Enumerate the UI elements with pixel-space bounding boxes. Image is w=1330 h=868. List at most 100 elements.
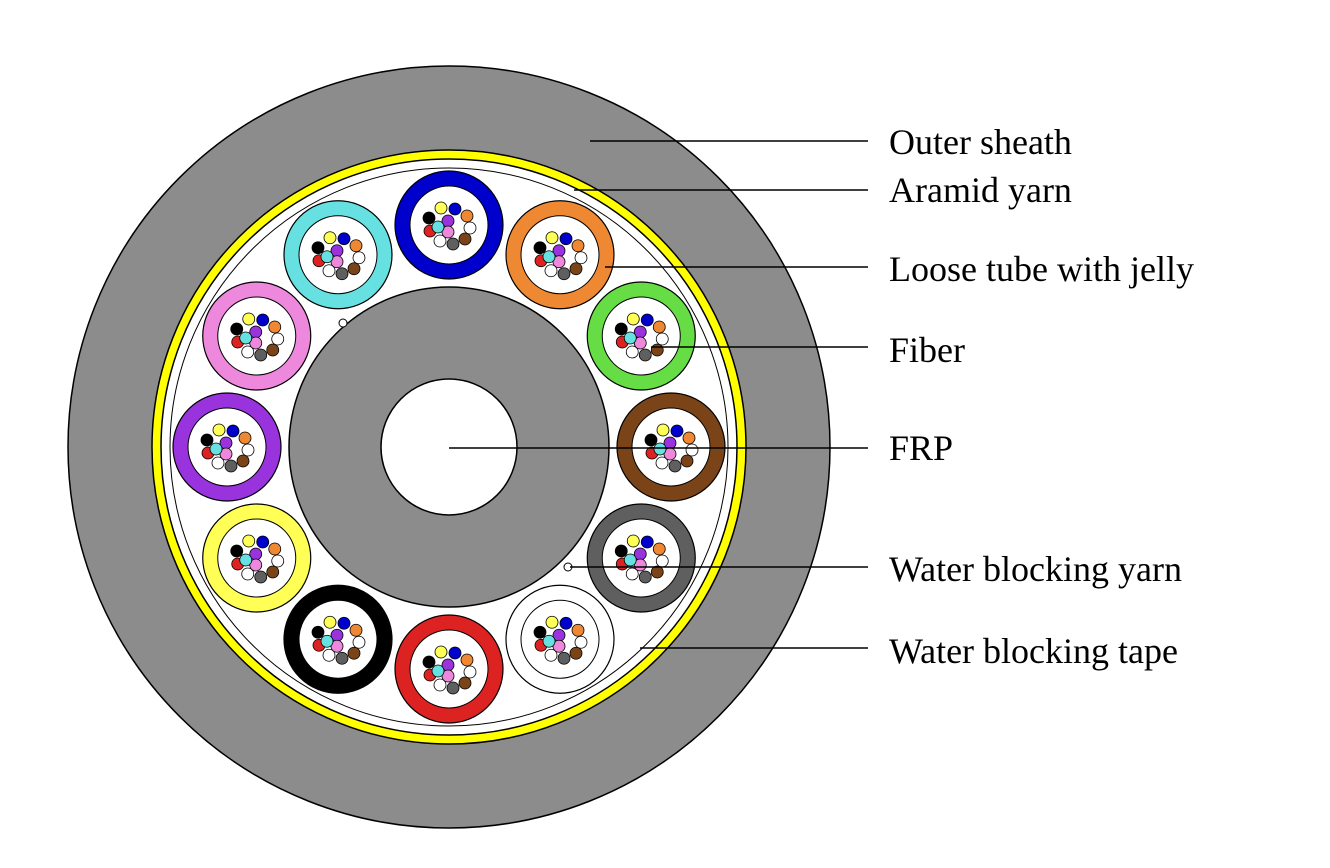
loose-tube-yellow [202,503,312,613]
fiber-orange [460,209,474,223]
fiber-white [625,567,639,581]
fiber-blue [256,313,270,327]
fiber-brown [458,676,472,690]
fiber-aqua [542,634,556,648]
fiber-slate [557,267,571,281]
fiber-aqua [239,331,253,345]
fiber-aqua [623,331,637,345]
loose-tube-white [505,584,615,694]
fiber-rose [441,669,455,683]
fiber-white [463,665,477,679]
fiber-white [322,264,336,278]
fiber-white [352,251,366,265]
fiber-orange [571,239,585,253]
fiber-white [544,648,558,662]
fiber-blue [337,232,351,246]
fiber-yellow [656,423,670,437]
fiber-aqua [431,664,445,678]
fiber-aqua [209,442,223,456]
fiber-brown [680,454,694,468]
fiber-brown [347,646,361,660]
fiber-aqua [542,250,556,264]
fiber-white [352,635,366,649]
fiber-white [271,554,285,568]
fiber-orange [652,542,666,556]
loose-tube-slate [586,503,696,613]
fiber-brown [266,343,280,357]
fiber-aqua [239,553,253,567]
fiber-black [230,544,244,558]
fiber-white [241,345,255,359]
water-blocking-yarn [338,318,348,328]
fiber-white [655,456,669,470]
label-aramid-yarn: Aramid yarn [889,170,1072,210]
fiber-yellow [545,615,559,629]
frp-strength-member [380,378,518,516]
fiber-yellow [212,423,226,437]
fiber-black [311,625,325,639]
fiber-yellow [323,615,337,629]
fiber-black [644,433,658,447]
fiber-rose [219,447,233,461]
fiber-slate [668,459,682,473]
label-water-blocking-yarn: Water blocking yarn [889,549,1182,589]
fiber-black [533,625,547,639]
loose-tube-blue [394,170,504,280]
fiber-brown [650,565,664,579]
fiber-white [241,567,255,581]
loose-tube-orange [505,200,615,310]
fiber-orange [268,542,282,556]
fiber-slate [254,348,268,362]
fiber-blue [256,535,270,549]
label-fiber: Fiber [889,330,965,370]
fiber-yellow [434,645,448,659]
fiber-white [463,221,477,235]
fiber-white [322,648,336,662]
fiber-orange [349,239,363,253]
fiber-brown [569,262,583,276]
fiber-white [271,332,285,346]
fiber-rose [249,336,263,350]
fiber-yellow [323,231,337,245]
fiber-orange [460,653,474,667]
loose-tube-violet [172,392,282,502]
label-frp: FRP [889,428,954,468]
fiber-black [422,655,436,669]
fiber-orange [652,320,666,334]
fiber-yellow [434,201,448,215]
fiber-blue [226,424,240,438]
loose-tubes [172,170,726,724]
fiber-white [574,635,588,649]
loose-tube-rose [202,281,312,391]
fiber-rose [330,639,344,653]
fiber-blue [640,535,654,549]
fiber-yellow [626,534,640,548]
fiber-orange [238,431,252,445]
fiber-orange [268,320,282,334]
fiber-yellow [242,534,256,548]
fiber-black [533,241,547,255]
fiber-orange [682,431,696,445]
fiber-rose [552,639,566,653]
fiber-aqua [653,442,667,456]
fiber-black [311,241,325,255]
fiber-slate [446,237,460,251]
fiber-orange [571,623,585,637]
fiber-rose [552,255,566,269]
fiber-white [655,332,669,346]
fiber-slate [638,570,652,584]
fiber-brown [236,454,250,468]
fiber-black [230,322,244,336]
fiber-blue [559,232,573,246]
fiber-brown [650,343,664,357]
fiber-white [211,456,225,470]
fiber-aqua [320,634,334,648]
fiber-slate [638,348,652,362]
fiber-yellow [626,312,640,326]
fiber-white [544,264,558,278]
fiber-rose [330,255,344,269]
fiber-black [422,211,436,225]
fiber-slate [224,459,238,473]
